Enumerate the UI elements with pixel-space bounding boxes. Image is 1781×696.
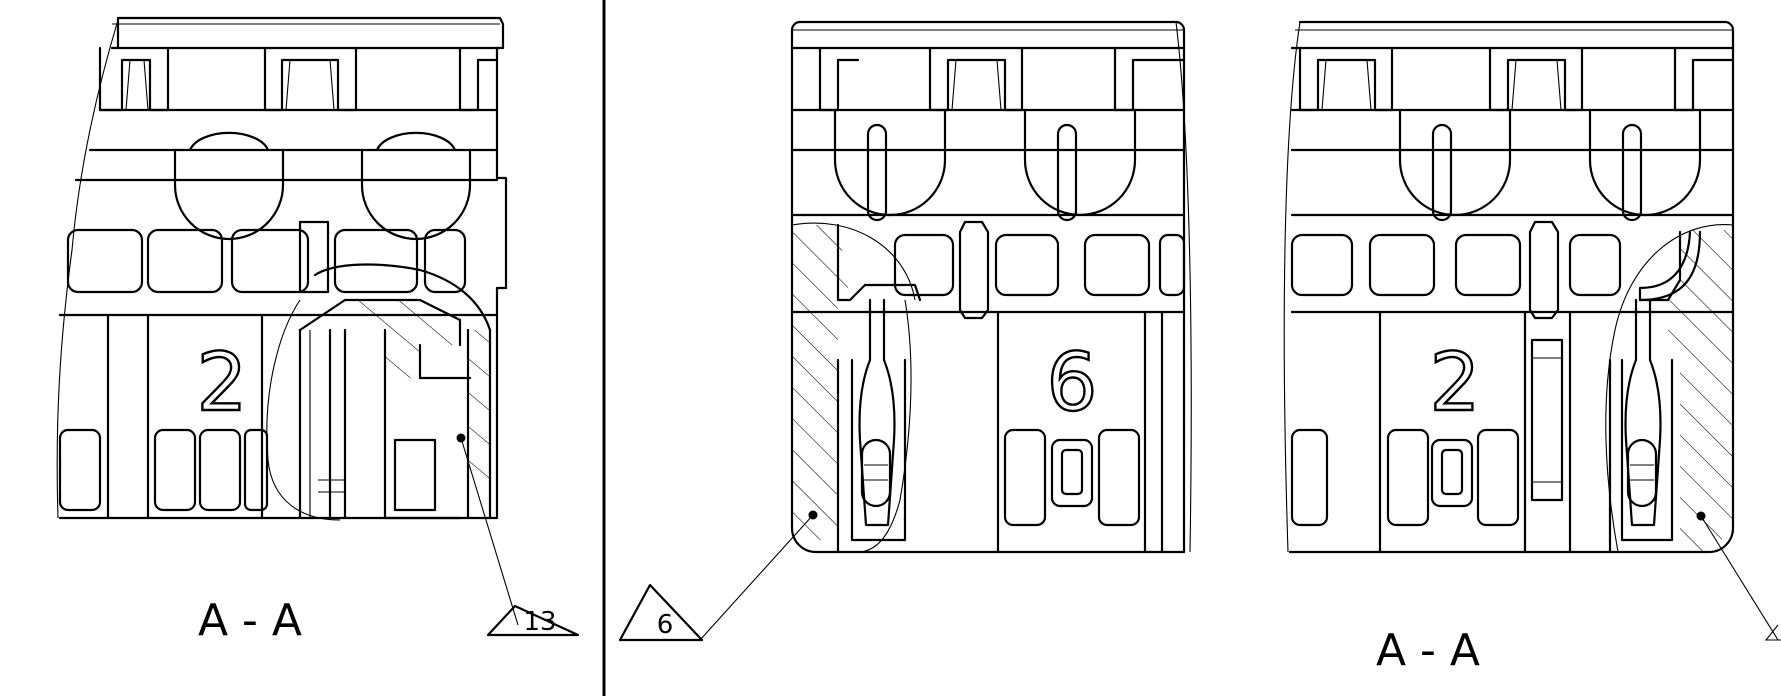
middle-section-view: [699, 20, 1192, 641]
right-contact-number: 2: [1430, 336, 1481, 429]
callout-13-symbol: [486, 604, 580, 637]
callout-13-label: 13: [523, 607, 556, 637]
right-section-label: A - A: [1376, 625, 1480, 676]
left-contact-number: 2: [197, 336, 248, 429]
callout-6-symbol: [618, 583, 704, 642]
left-section-label: A - A: [198, 595, 302, 646]
middle-contact-number: 6: [1047, 336, 1098, 429]
right-section-view: [1283, 20, 1781, 641]
callout-6-label: 6: [657, 610, 674, 640]
left-section-view: [56, 16, 519, 626]
